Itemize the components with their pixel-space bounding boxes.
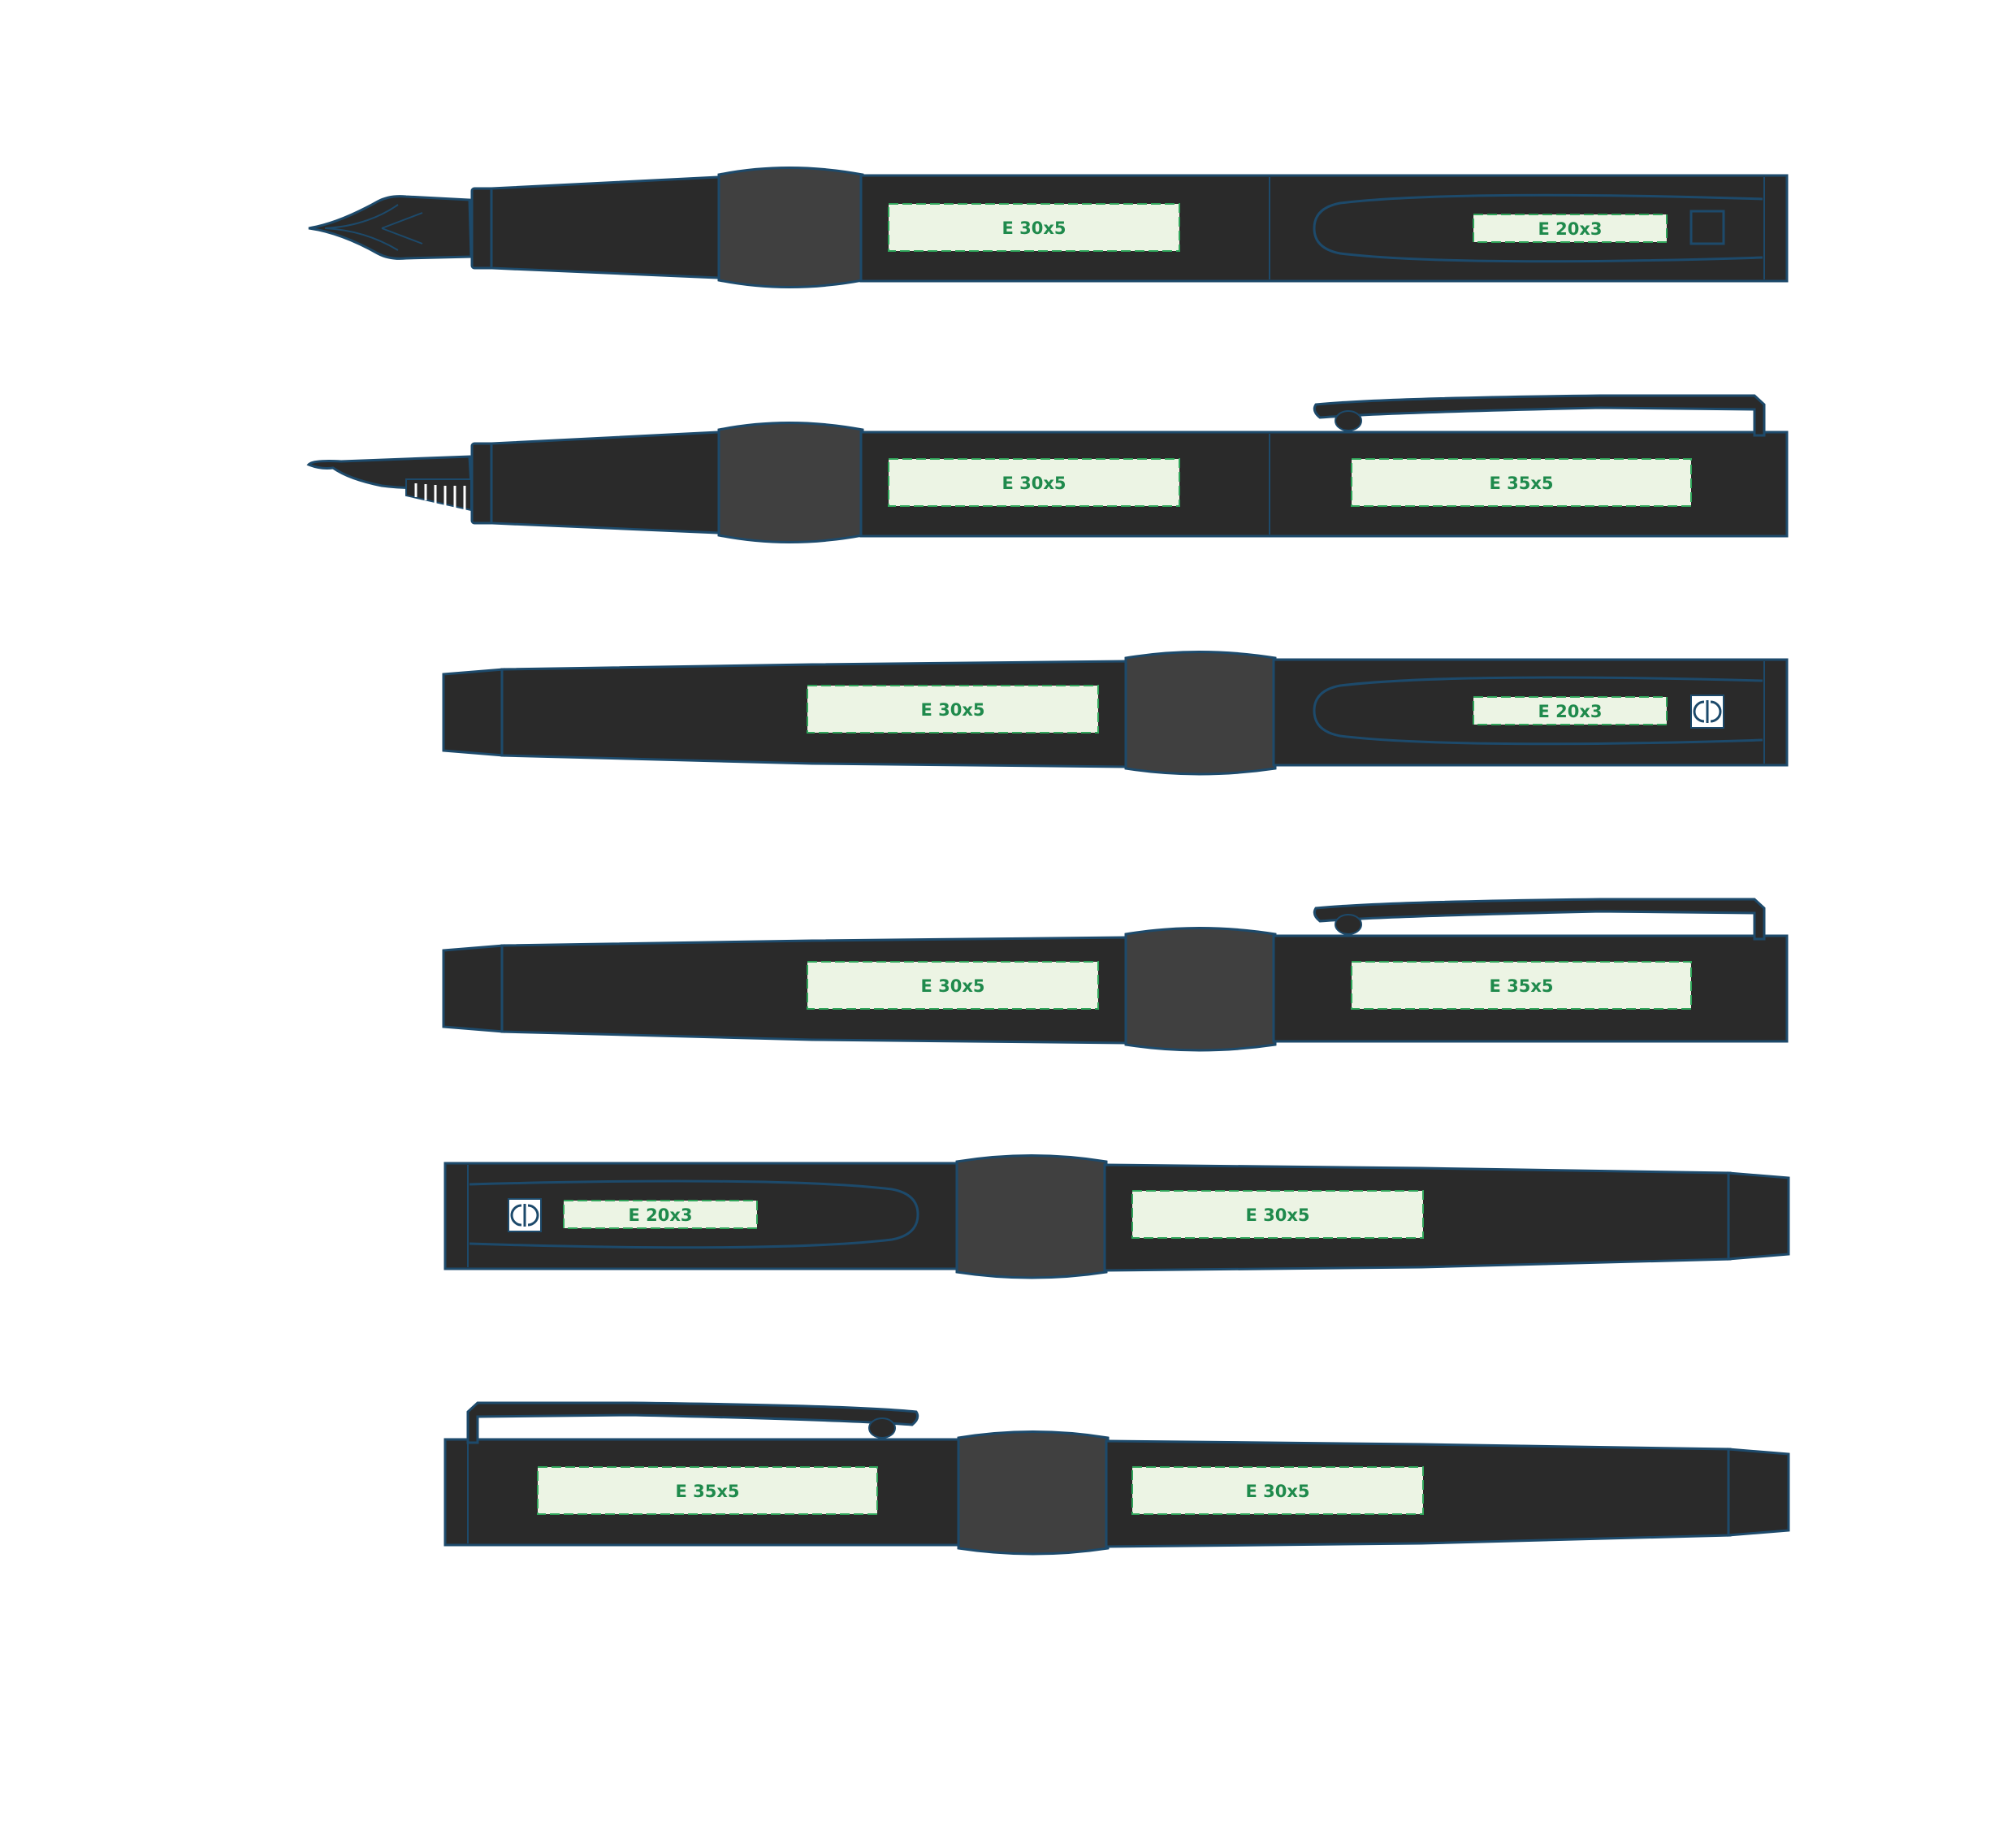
zone-barrel: E 30x5 (888, 458, 1180, 507)
clip-outline (1313, 676, 1763, 746)
zone-label: E 20x3 (1538, 219, 1602, 239)
closed-view-with-logo: E 30x5 E 20x3 (442, 651, 1789, 776)
zone-barrel: E 30x5 (807, 961, 1099, 1010)
end-tip (1727, 1171, 1790, 1261)
brand-logo-icon (508, 1198, 542, 1232)
front-view-with-nib: E 30x5 E 20x3 (308, 167, 1789, 288)
zone-label: E 35x5 (1489, 976, 1553, 996)
zone-label: E 30x5 (1245, 1205, 1309, 1225)
zone-label: E 35x5 (675, 1482, 739, 1501)
zone-label: E 30x5 (1002, 474, 1066, 493)
end-tip (442, 668, 505, 757)
clip-outline (469, 1179, 919, 1249)
zone-label: E 30x5 (920, 700, 984, 720)
fountain-pen-nib-icon (308, 195, 473, 260)
zone-label: E 30x5 (1245, 1482, 1309, 1501)
pen-clip-icon (1313, 394, 1766, 437)
closed-mirrored-view-with-clip: E 35x5 E 30x5 (443, 1401, 1790, 1556)
end-tip (442, 944, 505, 1033)
brand-logo-icon (1690, 695, 1724, 729)
barrel-tail (490, 431, 720, 534)
closed-view-with-clip: E 30x5 E 35x5 (442, 898, 1789, 1052)
side-view-with-nib-and-clip: E 30x5 E 35x5 (306, 394, 1789, 543)
section-ring (470, 187, 495, 270)
zone-cap: E 20x3 (563, 1200, 758, 1229)
zone-barrel: E 30x5 (888, 203, 1180, 252)
clip-outline (1313, 193, 1763, 263)
zone-label: E 30x5 (1002, 219, 1066, 238)
pen-clip-icon (466, 1401, 919, 1444)
pen-barrel (859, 174, 1789, 283)
brand-logo-slot (1689, 210, 1725, 245)
pen-barrel (859, 431, 1789, 538)
closed-mirrored-view-with-logo: E 20x3 E 30x5 (443, 1154, 1790, 1279)
end-tip (1727, 1448, 1790, 1537)
barrel-tail (490, 175, 720, 279)
grip-section (957, 1430, 1110, 1556)
zone-cap: E 35x5 (1351, 961, 1692, 1010)
zone-label: E 35x5 (1489, 474, 1553, 493)
zone-label: E 20x3 (628, 1205, 692, 1225)
pen-clip-icon (1313, 898, 1766, 941)
feed-fins (405, 478, 472, 512)
grip-section (717, 422, 864, 543)
zone-cap: E 35x5 (537, 1466, 878, 1515)
zone-barrel: E 30x5 (807, 685, 1099, 734)
zone-cap: E 20x3 (1473, 214, 1668, 243)
zone-label: E 30x5 (920, 976, 984, 996)
section-ring (470, 442, 495, 525)
zone-label: E 20x3 (1538, 702, 1602, 721)
zone-cap: E 35x5 (1351, 458, 1692, 507)
nib-engraving (324, 204, 423, 251)
grip-section (717, 167, 864, 288)
zone-cap: E 20x3 (1473, 696, 1668, 725)
grip-section (955, 1154, 1108, 1279)
grip-section (1124, 651, 1277, 776)
grip-section (1124, 927, 1277, 1052)
zone-barrel: E 30x5 (1131, 1466, 1424, 1515)
zone-barrel: E 30x5 (1131, 1190, 1424, 1239)
